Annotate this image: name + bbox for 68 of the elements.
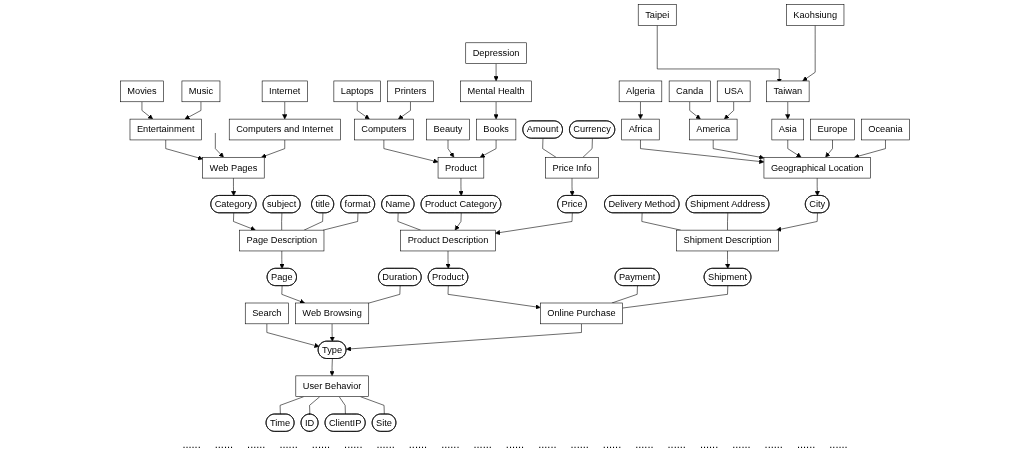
ellipsis-note: ...... (279, 438, 298, 450)
node-box: Online Purchase (540, 302, 623, 325)
node-box: Shipment Description (676, 229, 779, 252)
connector (279, 396, 304, 415)
ellipsis-note: ...... (247, 438, 266, 450)
connector (397, 212, 421, 231)
ellipsis-note: ...... (214, 438, 234, 450)
node-box: Printers (387, 80, 434, 103)
connector (281, 212, 283, 231)
ellipsis-note: ...... (344, 438, 363, 450)
node-box: Search (244, 302, 289, 325)
ellipsis-note: ...... (538, 438, 557, 450)
node-box: Computers and Internet (228, 118, 341, 141)
node-box: Internet (261, 80, 308, 103)
ellipsis-note: ...... (699, 438, 719, 450)
connector (727, 212, 729, 231)
ellipsis-note: ...... (764, 438, 783, 450)
connector (368, 285, 401, 304)
node-box: America (689, 118, 738, 141)
node-box: Books (476, 118, 517, 141)
node-box: Taipei (637, 4, 677, 26)
node-box: Europe (810, 118, 855, 141)
connector (322, 212, 359, 231)
node-box: Depression (465, 42, 527, 64)
ellipsis-note: ...... (408, 438, 428, 450)
node-box: Kaohsiung (786, 4, 845, 26)
node-box: Product Description (400, 229, 496, 252)
ellipsis-note: ...... (635, 438, 654, 450)
connector (309, 396, 321, 415)
node-box: Music (181, 80, 221, 103)
ellipsis-note: ...... (602, 438, 622, 450)
node-box: Laptops (333, 80, 381, 103)
node-box: Movies (120, 80, 164, 103)
node-box: Entertainment (129, 118, 202, 141)
node-box: User Behavior (295, 375, 369, 397)
ellipsis-note: ...... (473, 438, 492, 450)
connector (582, 138, 593, 158)
connector (360, 396, 385, 415)
ellipsis-note: ...... (829, 438, 848, 450)
node-box: Product (437, 157, 485, 179)
ellipsis-note: ...... (441, 438, 460, 450)
connector (622, 285, 729, 309)
ellipsis-note: ...... (667, 438, 686, 450)
node-box: Canda (668, 80, 711, 103)
node-box: Page Description (239, 229, 325, 252)
node-box: Web Browsing (295, 302, 370, 325)
node-box: Geographical Location (763, 157, 871, 179)
node-box: Taiwan (766, 80, 810, 103)
node-box: Oceania (861, 118, 910, 141)
ellipsis-note: ...... (182, 438, 201, 450)
ellipsis-note: ...... (796, 438, 816, 450)
node-box: Asia (771, 118, 804, 141)
node-box: Computers (354, 118, 414, 141)
node-box: USA (716, 80, 751, 103)
ellipsis-note: ...... (376, 438, 395, 450)
connector (338, 396, 346, 415)
ellipsis-note: ...... (505, 438, 525, 450)
node-box: Africa (621, 118, 660, 141)
node-box: Beauty (426, 118, 470, 141)
connector (611, 285, 638, 304)
node-box: Price Info (545, 157, 599, 179)
connector (303, 212, 324, 231)
node-box: Web Pages (202, 157, 265, 179)
ellipsis-note: ...... (311, 438, 331, 450)
ellipsis-note: ...... (732, 438, 751, 450)
node-box: Algeria (618, 80, 663, 103)
ellipsis-note: ...... (570, 438, 589, 450)
node-box: Mental Health (460, 80, 532, 103)
